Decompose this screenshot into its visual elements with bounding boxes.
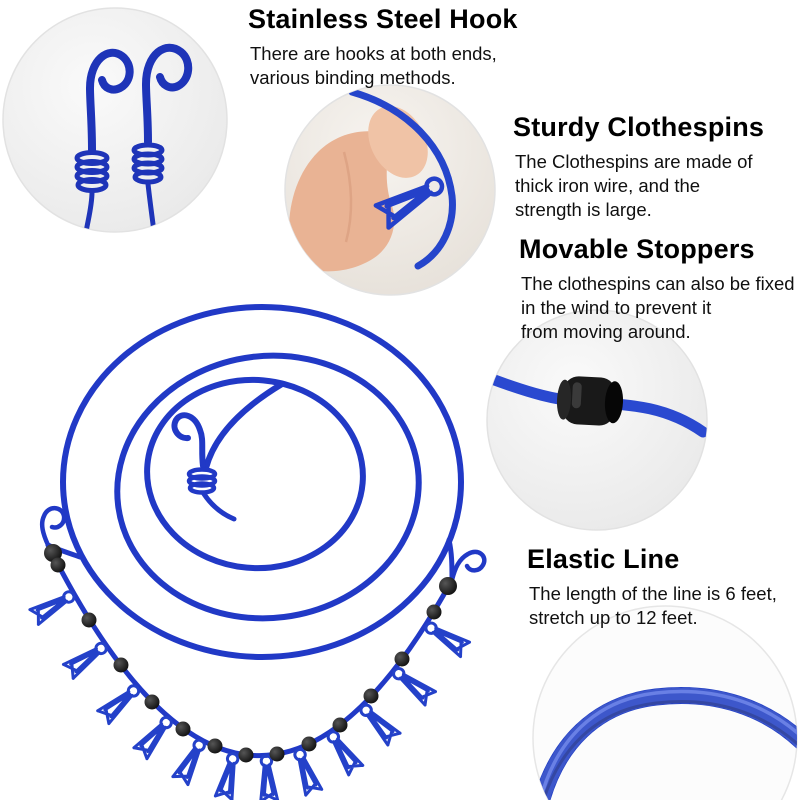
clothesline-product [28, 304, 487, 800]
feature-title-hook: Stainless Steel Hook [248, 4, 518, 34]
hand [289, 131, 395, 272]
inset-elastic-photo [532, 605, 798, 800]
feature-desc-elastic: The length of the line is 6 feet, stretc… [529, 583, 777, 629]
feature-elastic: Elastic Line The length of the line is 6… [527, 544, 777, 630]
elastic-line-coil [60, 304, 464, 660]
inset-clothespin-hand-photo [284, 84, 496, 296]
feature-desc-clothespins: The Clothespins are made of thick iron w… [515, 151, 753, 221]
movable-stopper-beads [44, 544, 457, 763]
steel-hook-right [131, 43, 193, 232]
black-stopper [556, 376, 624, 426]
feature-desc-stoppers: The clothespins can also be fixed in the… [521, 273, 795, 343]
feature-desc-hook: There are hooks at both ends, various bi… [250, 43, 497, 89]
cord-through-hand [348, 88, 456, 270]
feature-stoppers: Movable Stoppers The clothespins can als… [519, 234, 795, 344]
feature-clothespins: Sturdy Clothespins The Clothespins are m… [513, 112, 764, 222]
left-end-hook [39, 505, 67, 548]
feature-title-elastic: Elastic Line [527, 544, 680, 574]
inset-stopper-photo [486, 309, 708, 531]
feature-hook: Stainless Steel Hook There are hooks at … [248, 4, 518, 90]
feature-title-clothespins: Sturdy Clothespins [513, 112, 765, 142]
right-end-hook [449, 549, 487, 583]
elastic-cord [533, 687, 797, 800]
inner-steel-hook [171, 381, 285, 522]
steel-hook-left [74, 48, 134, 232]
inset-hooks-photo [2, 7, 228, 233]
feature-title-stoppers: Movable Stoppers [519, 234, 755, 264]
